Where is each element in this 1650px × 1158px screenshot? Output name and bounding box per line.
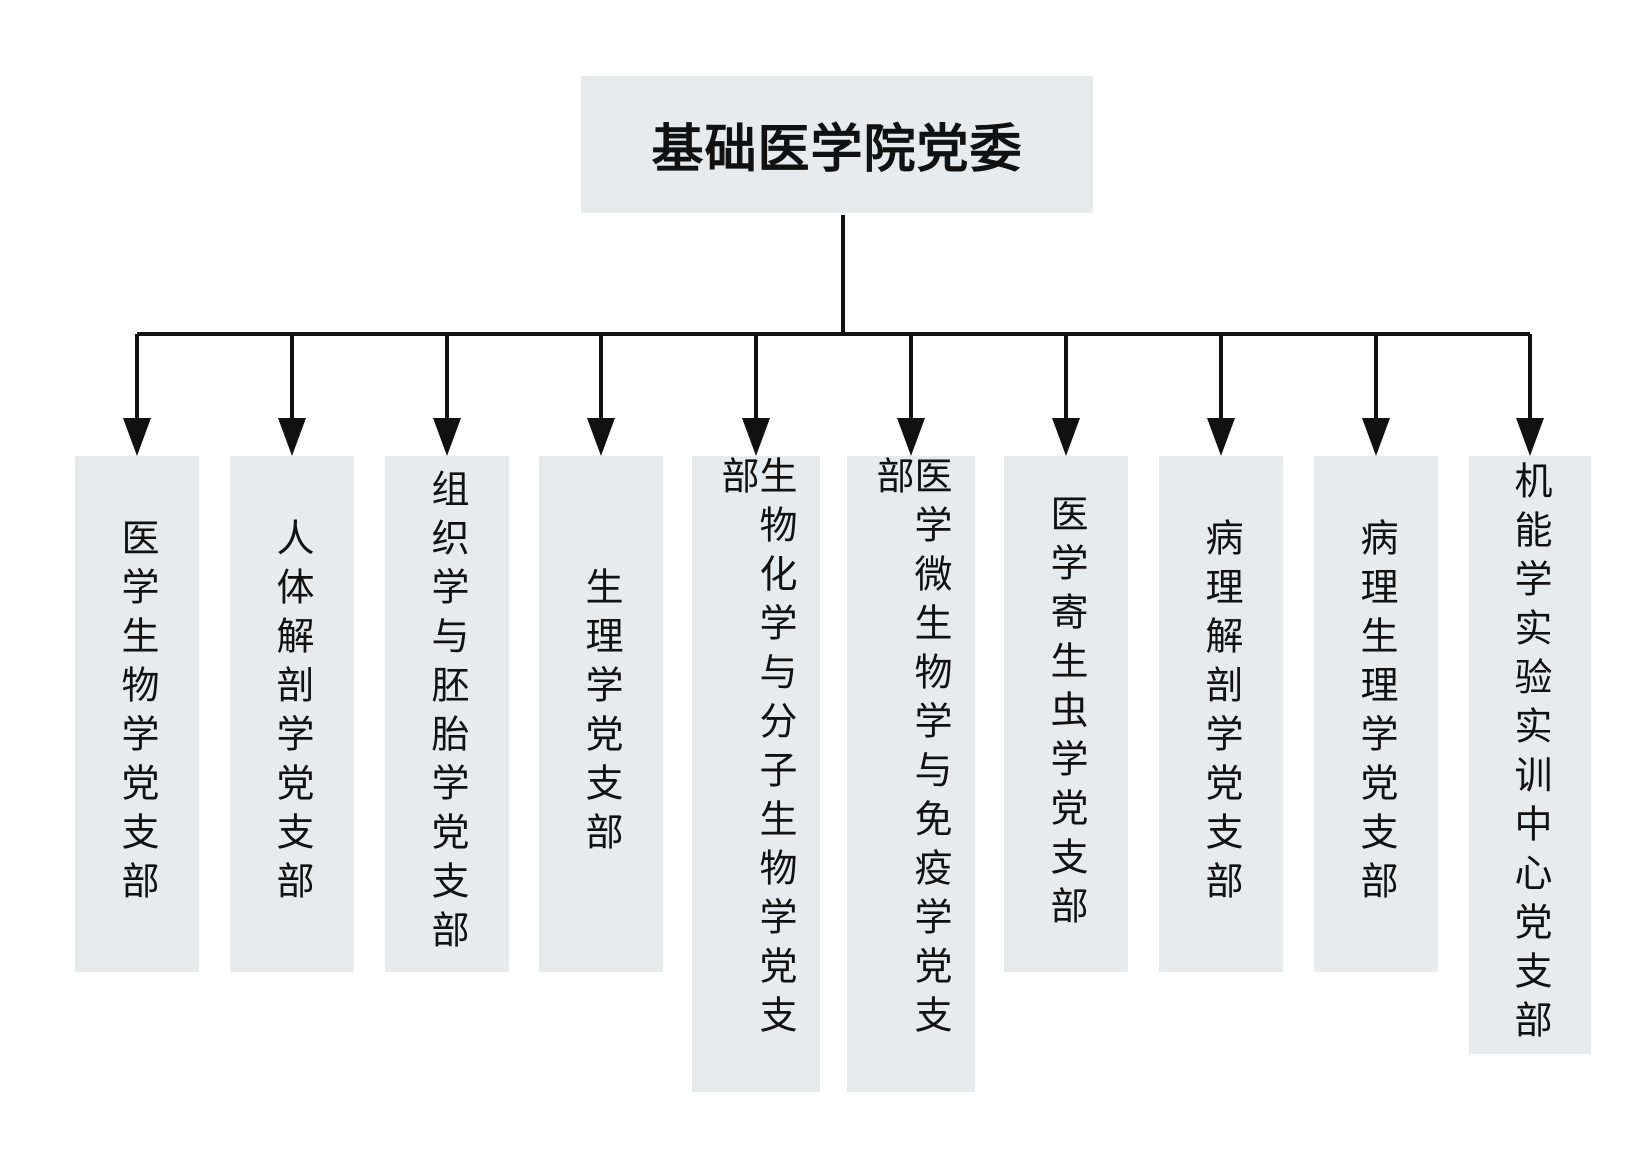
arrowhead-icon — [742, 418, 770, 456]
branch-node-label: 组织学与胚胎学党支部 — [425, 469, 469, 959]
arrowhead-icon — [278, 418, 306, 456]
branch-node-label: 生理学党支部 — [579, 567, 623, 861]
arrowhead-icon — [587, 418, 615, 456]
branch-node-label: 人体解剖学党支部 — [270, 518, 314, 910]
branch-node-label: 医学生物学党支部 — [115, 518, 159, 910]
branch-node: 生物化学与分子生物学党支部 — [692, 456, 820, 1092]
arrowhead-icon — [1052, 418, 1080, 456]
arrowhead-icon — [433, 418, 461, 456]
branch-node: 病理解剖学党支部 — [1159, 456, 1283, 972]
branch-node: 病理生理学党支部 — [1314, 456, 1438, 972]
branch-node: 医学寄生虫学党支部 — [1004, 456, 1128, 972]
arrowhead-icon — [897, 418, 925, 456]
branch-node-label: 生物化学与分子生物学党支部 — [715, 456, 797, 1044]
root-node-label: 基础医学院党委 — [651, 120, 1023, 180]
branch-node: 生理学党支部 — [539, 456, 663, 972]
arrowhead-icon — [123, 418, 151, 456]
branch-node-label: 病理生理学党支部 — [1354, 518, 1398, 910]
root-node: 基础医学院党委 — [581, 76, 1093, 213]
branch-node: 医学生物学党支部 — [75, 456, 199, 972]
branch-node-label: 医学微生物学与免疫学党支部 — [870, 456, 952, 1044]
arrowhead-icon — [1516, 418, 1544, 456]
branch-node: 医学微生物学与免疫学党支部 — [847, 456, 975, 1092]
branch-node: 人体解剖学党支部 — [230, 456, 354, 972]
branch-node-label: 机能学实验实训中心党支部 — [1508, 461, 1552, 1049]
arrowhead-icon — [1362, 418, 1390, 456]
branch-node-label: 病理解剖学党支部 — [1199, 518, 1243, 910]
branch-node: 组织学与胚胎学党支部 — [385, 456, 509, 972]
arrowhead-icon — [1207, 418, 1235, 456]
branch-node: 机能学实验实训中心党支部 — [1469, 456, 1591, 1054]
branch-node-label: 医学寄生虫学党支部 — [1044, 493, 1088, 935]
